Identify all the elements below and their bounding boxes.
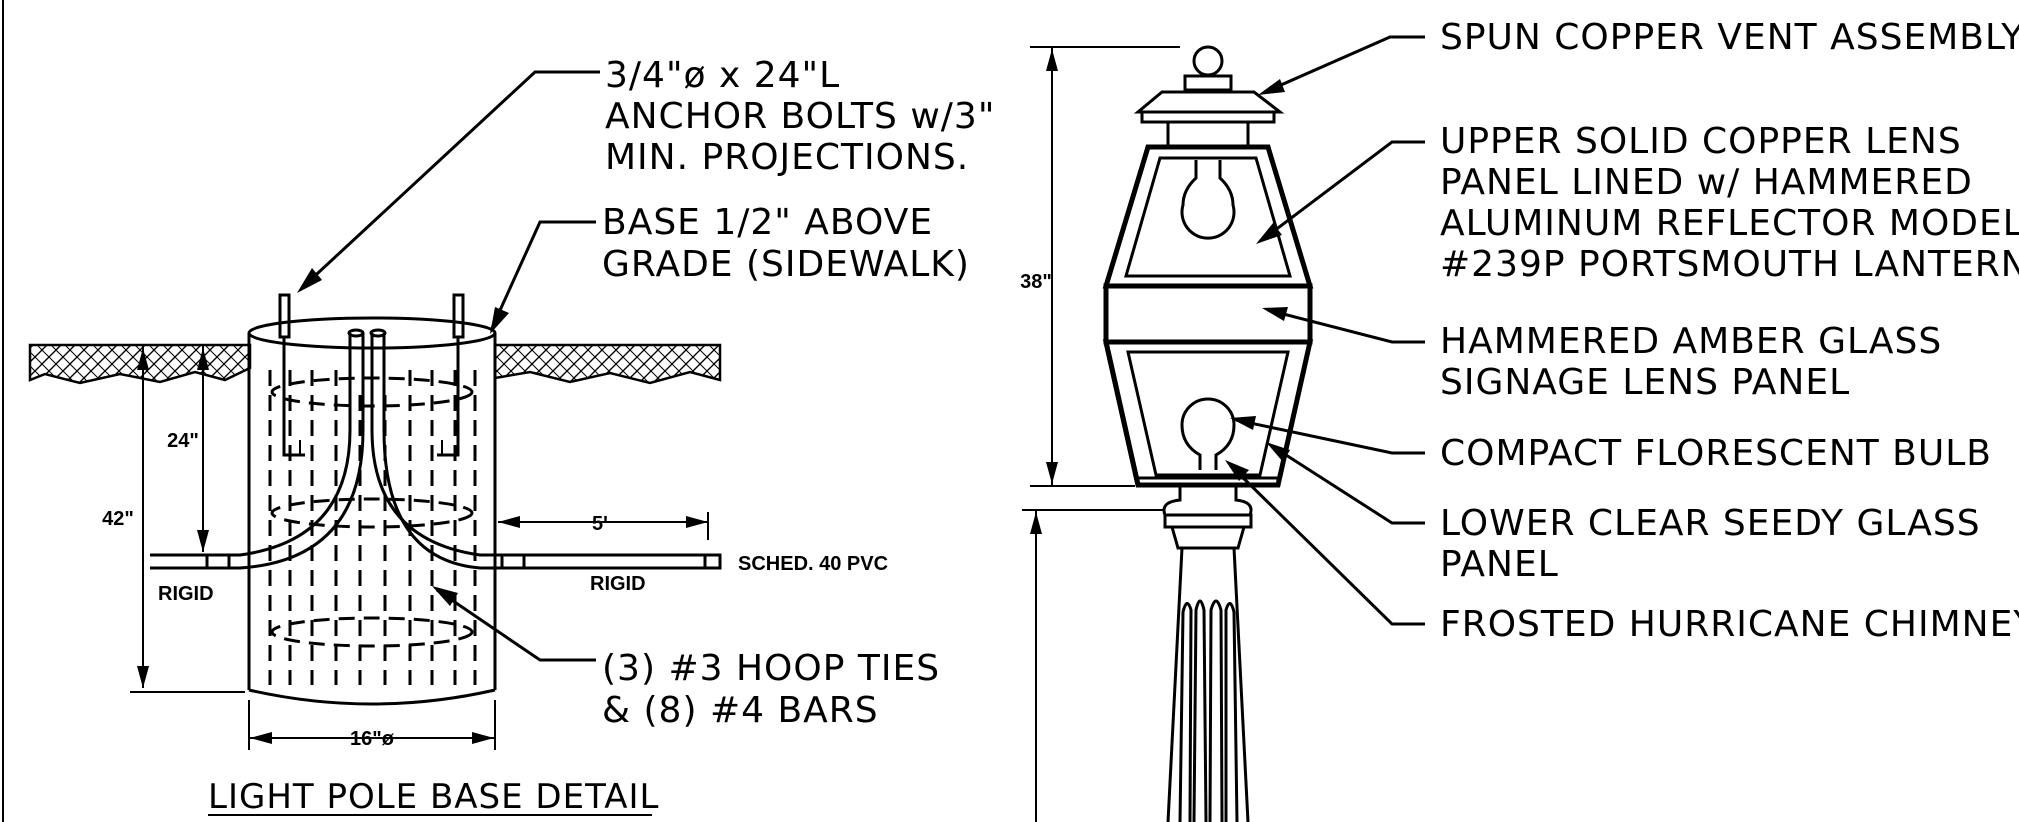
anchor-leader xyxy=(303,70,600,287)
callout-amber-glass: HAMMERED AMBER GLASS SIGNAGE LENS PANEL xyxy=(1440,321,1955,403)
vent-finial xyxy=(1192,45,1224,77)
base-detail-title: LIGHT POLE BASE DETAIL xyxy=(208,777,659,817)
dim-5: 5' xyxy=(592,513,608,535)
pvc-label: SCHED. 40 PVC xyxy=(738,553,888,575)
lantern-elevation: 38" SPUN COPPER VENT ASSEMBLY UPPER SOLI… xyxy=(1020,17,2019,822)
light-pole-base-detail: 24" 42" 5' 16"ø RIGID RIGID SCHED. 40 PV… xyxy=(28,55,1008,817)
lower-glass-panel xyxy=(1102,339,1314,488)
callout-lower-glass: LOWER CLEAR SEEDY GLASS PANEL xyxy=(1440,503,1993,585)
base-note: BASE 1/2" ABOVE GRADE (SIDEWALK) xyxy=(602,202,970,285)
upper-lens-panel xyxy=(1102,144,1314,289)
callout-bulb: COMPACT FLORESCENT BULB xyxy=(1440,433,1992,474)
hoop-leader xyxy=(436,588,596,662)
callout-upper-lens: UPPER SOLID COPPER LENS PANEL LINED w/ H… xyxy=(1440,121,2019,285)
callout-vent: SPUN COPPER VENT ASSEMBLY xyxy=(1440,17,2019,58)
pole-collar xyxy=(1162,484,1253,517)
dim-16: 16"ø xyxy=(350,728,395,750)
conduits xyxy=(150,328,722,570)
dim-24: 24" xyxy=(167,430,199,452)
fluted-pole xyxy=(1166,547,1250,822)
rigid-right-label: RIGID xyxy=(590,573,646,595)
vent-cap xyxy=(1133,90,1285,114)
dim-42: 42" xyxy=(102,508,134,530)
callout-chimney: FROSTED HURRICANE CHIMNEY xyxy=(1440,604,2019,645)
rigid-left-label: RIGID xyxy=(158,583,214,605)
anchor-bolts xyxy=(278,293,465,457)
hoop-note: (3) #3 HOOP TIES & (8) #4 BARS xyxy=(602,648,953,731)
ground-right xyxy=(493,343,722,385)
base-leader xyxy=(490,220,596,329)
base-bottom xyxy=(248,688,496,706)
dim-38: 38" xyxy=(1020,271,1052,293)
anchor-note: 3/4"ø x 24"L ANCHOR BOLTS w/3" MIN. PROJ… xyxy=(605,55,1008,178)
